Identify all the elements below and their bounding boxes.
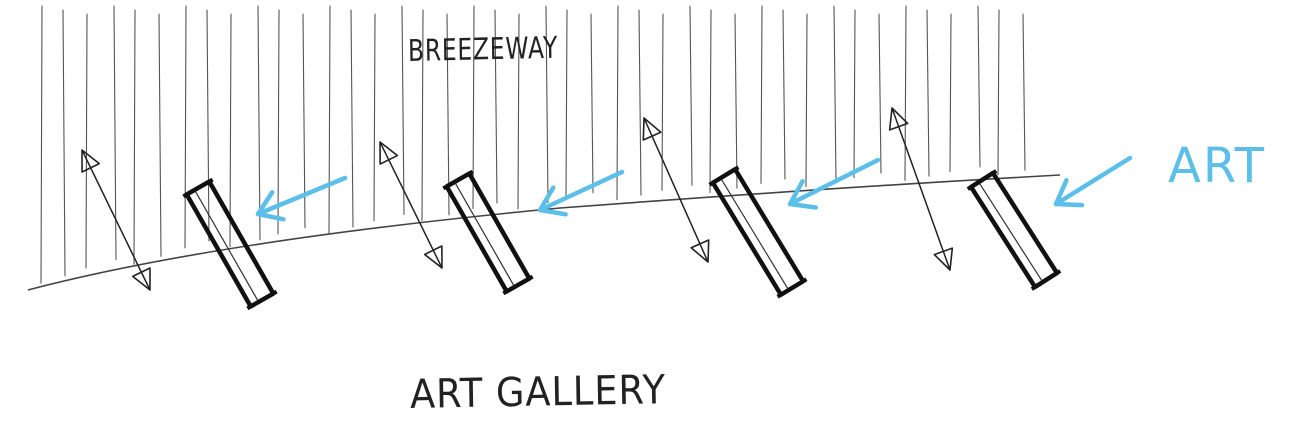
louver-panels	[182, 165, 1062, 311]
art-direction-arrow	[1053, 155, 1133, 208]
louver-inner-line	[978, 181, 1044, 283]
art-arrow-shaft	[537, 169, 625, 213]
hatch-line	[590, 13, 594, 194]
hatch-line	[350, 9, 354, 228]
swing-arrow-head	[423, 245, 443, 269]
hatch-line	[133, 9, 136, 265]
swing-arrow	[888, 107, 954, 271]
hatch-line	[373, 13, 376, 222]
hatch-line	[184, 5, 187, 249]
louver-swing-arrows	[81, 107, 954, 291]
louver-top-cap	[442, 169, 474, 191]
hatch-line	[689, 5, 693, 186]
hatch-line	[565, 9, 568, 199]
hatch-line	[158, 13, 162, 257]
louver-panel	[708, 165, 808, 299]
hatch-line	[494, 9, 498, 204]
louver-inner-line	[194, 189, 260, 303]
art-gallery-label: ART GALLERY	[409, 367, 667, 418]
hatch-line	[328, 5, 331, 234]
hatch-line	[760, 5, 763, 184]
hatch-line	[62, 9, 66, 277]
hatch-line	[661, 13, 664, 191]
swing-arrow-head	[933, 247, 954, 271]
art-arrow-shaft	[255, 175, 348, 217]
hatch-line	[40, 5, 43, 284]
louver-bottom-cap	[1030, 269, 1062, 291]
art-arrow-head	[537, 185, 568, 217]
swing-arrow-shaft	[379, 141, 443, 269]
louver-panel	[442, 169, 534, 296]
art-arrow-head	[255, 189, 286, 222]
hatch-line	[206, 9, 210, 242]
hatch-line	[229, 13, 232, 248]
swing-arrow-head	[888, 107, 909, 131]
hatch-line	[977, 5, 981, 168]
art-direction-arrows	[255, 155, 1133, 222]
hatch-line	[85, 13, 88, 269]
louver-top-cap	[708, 165, 740, 187]
hatch-line	[904, 5, 907, 181]
hatch-line	[401, 5, 405, 215]
hatch-line	[277, 9, 280, 235]
hatch-line	[734, 13, 738, 189]
hatch-line	[545, 5, 549, 204]
swing-arrow-shaft	[81, 149, 151, 291]
hatch-line	[878, 13, 882, 174]
swing-arrow-head	[379, 141, 399, 165]
hatch-line	[517, 13, 520, 210]
hatch-line	[833, 5, 837, 183]
louver-bottom-cap	[246, 289, 278, 311]
hatch-line	[446, 13, 450, 216]
swing-arrow	[81, 149, 151, 291]
hatch-line	[302, 13, 306, 229]
art-direction-arrow	[255, 175, 348, 222]
breezeway-hatching	[40, 5, 1026, 284]
hatch-line	[853, 9, 856, 179]
louver-top-cap	[966, 169, 998, 191]
art-arrow-head	[1053, 177, 1085, 208]
swing-arrow-head	[81, 149, 101, 173]
louver-outline	[444, 171, 532, 294]
art-direction-arrow	[537, 169, 625, 217]
hatch-line	[926, 9, 930, 177]
hatch-line	[782, 9, 786, 180]
louver-panel	[182, 177, 278, 311]
swing-arrow-head	[131, 267, 151, 291]
hatch-line	[113, 5, 117, 261]
hatch-line	[421, 9, 424, 222]
hatch-line	[1022, 13, 1026, 171]
hatch-line	[257, 5, 261, 241]
swing-arrow-head	[690, 239, 710, 263]
art-arrow-shaft	[787, 157, 881, 207]
art-arrow-head	[787, 179, 819, 210]
hatch-line	[997, 9, 1000, 176]
louver-inner-line	[454, 181, 516, 288]
louver-inner-line	[720, 177, 790, 291]
hatch-line	[805, 13, 808, 188]
louver-bottom-cap	[502, 274, 534, 296]
swing-arrow-shaft	[891, 107, 951, 271]
swing-arrow-shaft	[643, 117, 709, 263]
swing-arrow	[642, 117, 710, 263]
art-side-label: ART	[1168, 138, 1267, 194]
hatch-line	[638, 9, 642, 196]
hatch-line	[472, 5, 475, 210]
art-direction-arrow	[787, 157, 881, 210]
louver-bottom-cap	[776, 277, 808, 299]
curved-wall-line	[27, 174, 1061, 291]
louver-top-cap	[182, 177, 214, 199]
hatch-line	[949, 13, 952, 173]
breezeway-label: BREEZEWAY	[407, 30, 559, 69]
louver-panel	[966, 169, 1062, 291]
swing-arrow-head	[642, 117, 662, 141]
hatch-line	[616, 5, 619, 201]
art-arrow-shaft	[1053, 155, 1133, 207]
swing-arrow	[379, 141, 443, 269]
hatch-line	[709, 9, 712, 194]
